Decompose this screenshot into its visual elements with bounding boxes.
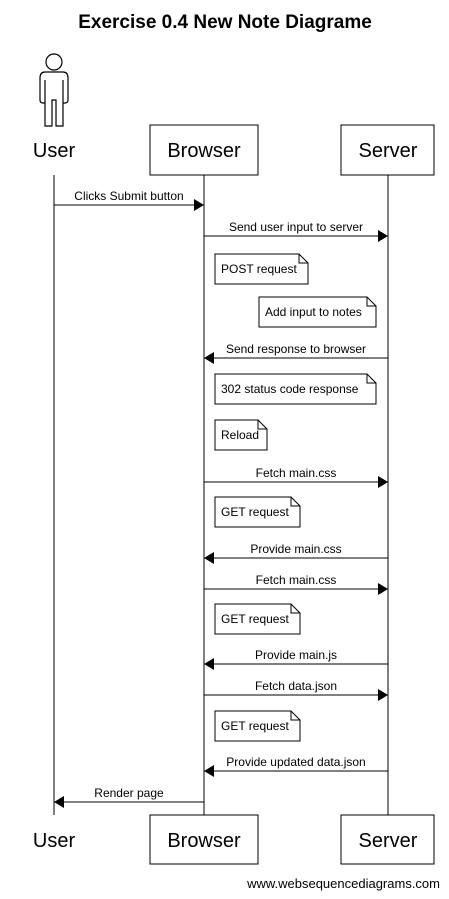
note: Reload (214, 419, 268, 451)
note: GET request (214, 496, 301, 528)
arrowhead-icon (378, 476, 388, 488)
message-label: Render page (94, 786, 164, 800)
message-label: Provide updated data.json (226, 755, 365, 769)
participant-server-top-label: Server (359, 140, 418, 162)
arrowhead-icon (378, 230, 388, 242)
note-box (214, 710, 301, 742)
participant-browser-bottom-label: Browser (167, 830, 241, 852)
note-label: POST request (221, 262, 297, 276)
note-box (214, 496, 301, 528)
arrowhead-icon (204, 352, 214, 364)
note-fold-icon (290, 711, 300, 721)
note-label: GET request (221, 612, 289, 626)
message-label: Send user input to server (229, 220, 363, 234)
note-fold-icon (290, 497, 300, 507)
diagram-title: Exercise 0.4 New Note Diagrame (78, 12, 372, 33)
note: Add input to notes (258, 296, 377, 328)
note-box (214, 419, 268, 451)
note-fold-icon (290, 604, 300, 614)
note: POST request (214, 253, 309, 285)
participant-user-bottom: User (33, 830, 76, 852)
message-arrow: Fetch main.css (204, 466, 388, 488)
note-box (214, 253, 309, 285)
note-fold-icon (257, 420, 267, 430)
message-label: Provide main.css (250, 542, 341, 556)
note: GET request (214, 603, 301, 635)
message-label: Send response to browser (226, 342, 366, 356)
participant-browser-bottom: Browser (149, 814, 259, 865)
note-fold-icon (366, 297, 376, 307)
participant-server-bottom: Server (340, 814, 435, 865)
footer-credit: www.websequencediagrams.com (246, 876, 440, 891)
message-arrow: Provide main.js (204, 648, 388, 670)
message-arrow: Fetch data.json (204, 679, 388, 701)
note-label: GET request (221, 505, 289, 519)
note-label: 302 status code response (221, 382, 359, 396)
message-arrow: Send user input to server (204, 220, 388, 242)
message-label: Provide main.js (255, 648, 337, 662)
message-label: Fetch data.json (255, 679, 337, 693)
message-label: Fetch main.css (256, 573, 337, 587)
note-fold-icon (366, 374, 376, 384)
participant-browser-top-label: Browser (167, 140, 241, 162)
note-label: Reload (221, 428, 259, 442)
message-arrow: Provide updated data.json (204, 755, 388, 777)
arrowhead-icon (378, 583, 388, 595)
note-box (214, 603, 301, 635)
arrowhead-icon (378, 689, 388, 701)
message-arrow: Fetch main.css (204, 573, 388, 595)
participant-server-top: Server (340, 124, 435, 176)
participant-user-top: User (33, 140, 76, 162)
arrowhead-icon (204, 658, 214, 670)
note-box (258, 296, 377, 328)
message-label: Clicks Submit button (74, 189, 183, 203)
note-label: GET request (221, 719, 289, 733)
participant-server-bottom-label: Server (359, 830, 418, 852)
arrowhead-icon (54, 796, 64, 808)
message-arrow: Send response to browser (204, 342, 388, 364)
note: 302 status code response (214, 373, 377, 405)
participant-browser-top: Browser (149, 124, 259, 176)
arrowhead-icon (194, 199, 204, 211)
note-label: Add input to notes (265, 305, 362, 319)
note: GET request (214, 710, 301, 742)
user-actor-icon (39, 53, 69, 127)
message-arrow: Clicks Submit button (54, 189, 204, 211)
note-fold-icon (298, 254, 308, 264)
arrowhead-icon (204, 552, 214, 564)
message-arrow: Render page (54, 786, 204, 808)
note-box (214, 373, 377, 405)
message-label: Fetch main.css (256, 466, 337, 480)
arrowhead-icon (204, 765, 214, 777)
message-arrow: Provide main.css (204, 542, 388, 564)
